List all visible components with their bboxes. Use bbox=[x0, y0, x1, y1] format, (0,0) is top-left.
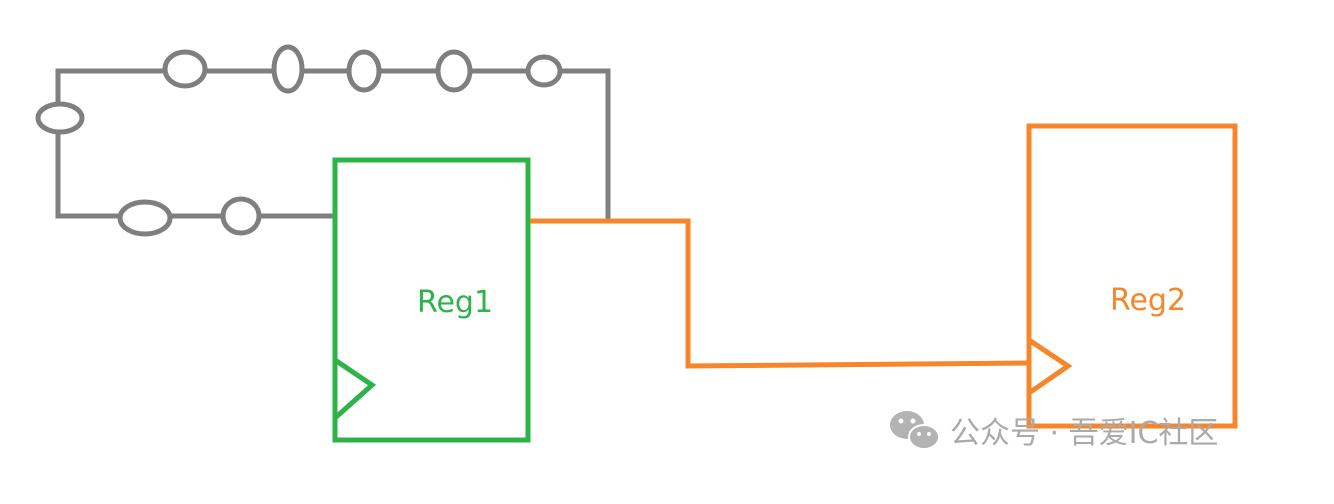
clock-tree bbox=[35, 44, 611, 237]
register-reg1 bbox=[332, 157, 531, 443]
register-reg2 bbox=[1026, 123, 1238, 429]
reg2-label: Reg2 bbox=[1110, 283, 1186, 318]
reg2-box bbox=[1026, 123, 1238, 429]
clock-buffer bbox=[525, 54, 563, 88]
clock-buffer bbox=[162, 49, 208, 89]
data-path-wire bbox=[530, 218, 1031, 369]
watermark-text: 公众号 · 吾爱IC社区 bbox=[950, 416, 1218, 451]
reg1-clock-triangle bbox=[333, 357, 377, 420]
clock-buffer bbox=[35, 101, 85, 135]
clock-buffer bbox=[346, 49, 382, 93]
clock-buffer bbox=[220, 196, 262, 236]
reg2-clock-triangle bbox=[1027, 337, 1073, 396]
watermark: 公众号 · 吾爱IC社区 bbox=[890, 411, 1218, 451]
wechat-icon bbox=[890, 411, 940, 450]
clock-buffer bbox=[271, 44, 305, 94]
reg1-box bbox=[332, 157, 531, 443]
clock-buffer bbox=[435, 49, 473, 93]
clock-buffer bbox=[117, 199, 173, 237]
reg1-label: Reg1 bbox=[417, 285, 493, 320]
